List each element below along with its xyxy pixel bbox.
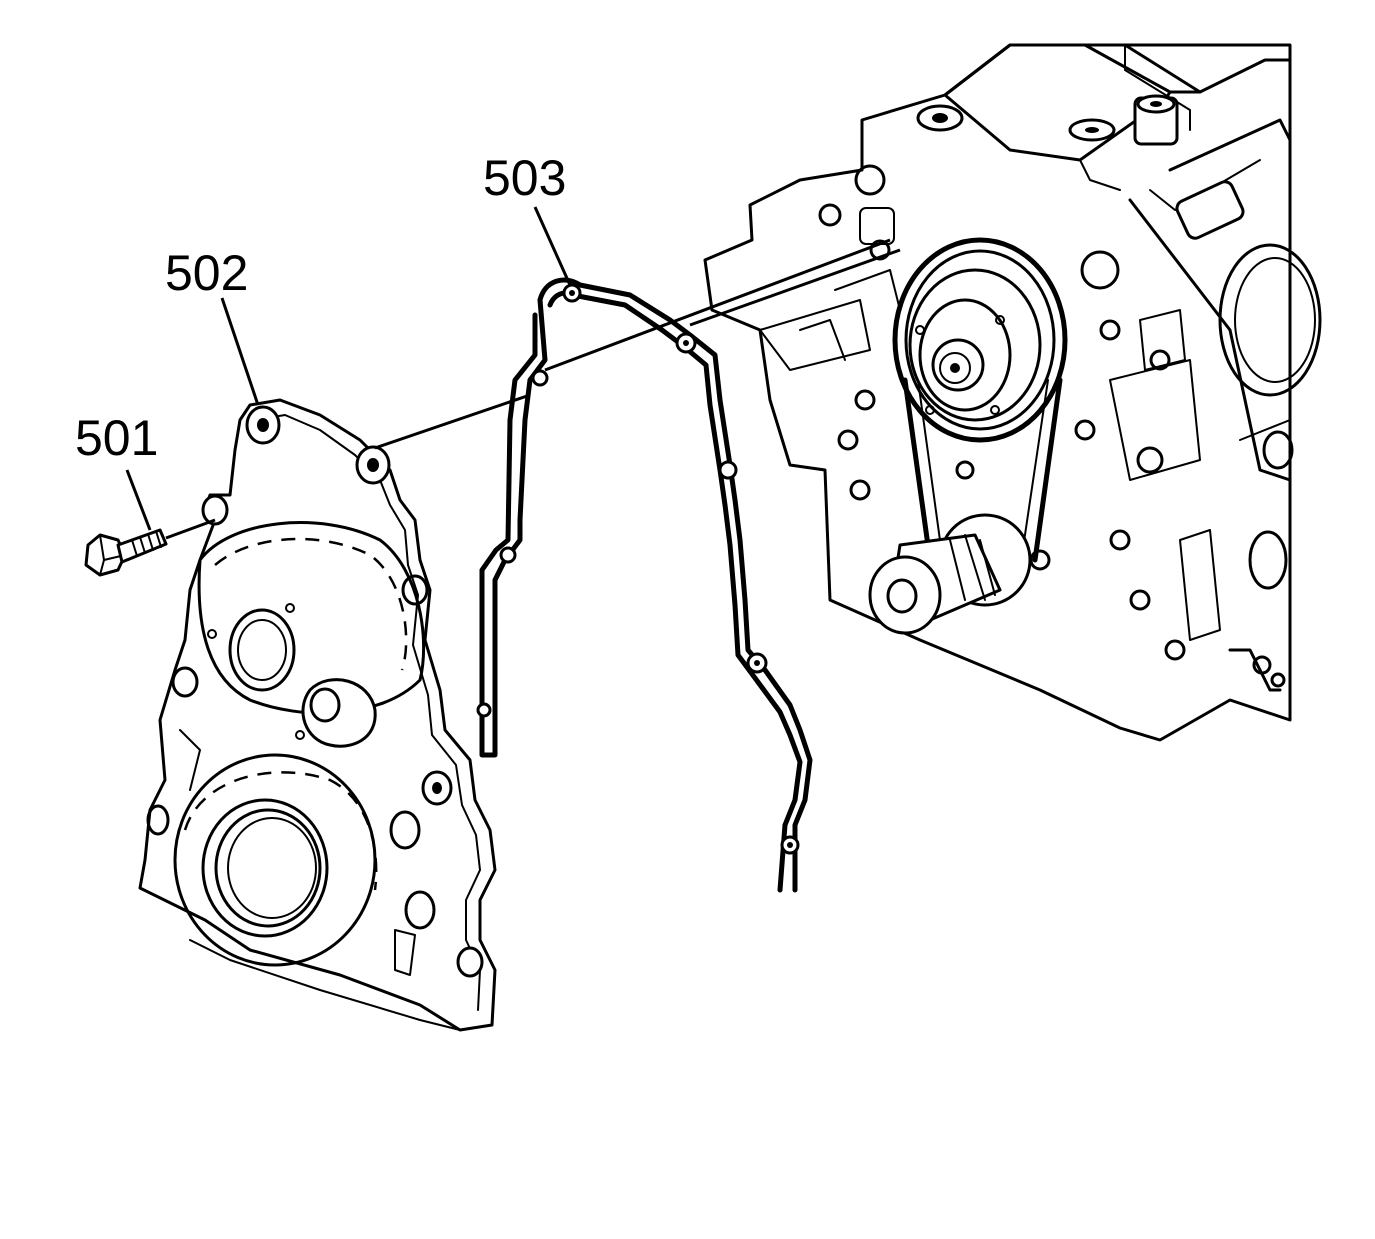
- front-cover: [138, 398, 497, 1032]
- alignment-lines: [165, 238, 901, 540]
- callout-502-leader: [220, 297, 260, 406]
- callout-503-leader: [533, 206, 572, 286]
- callout-501-leader: [125, 469, 152, 531]
- callout-501: 501: [75, 410, 158, 466]
- engine-block: [703, 43, 1322, 742]
- callout-503: 503: [483, 150, 566, 206]
- gasket: [476, 277, 813, 893]
- callout-502: 502: [165, 245, 248, 301]
- bolt: [84, 528, 168, 577]
